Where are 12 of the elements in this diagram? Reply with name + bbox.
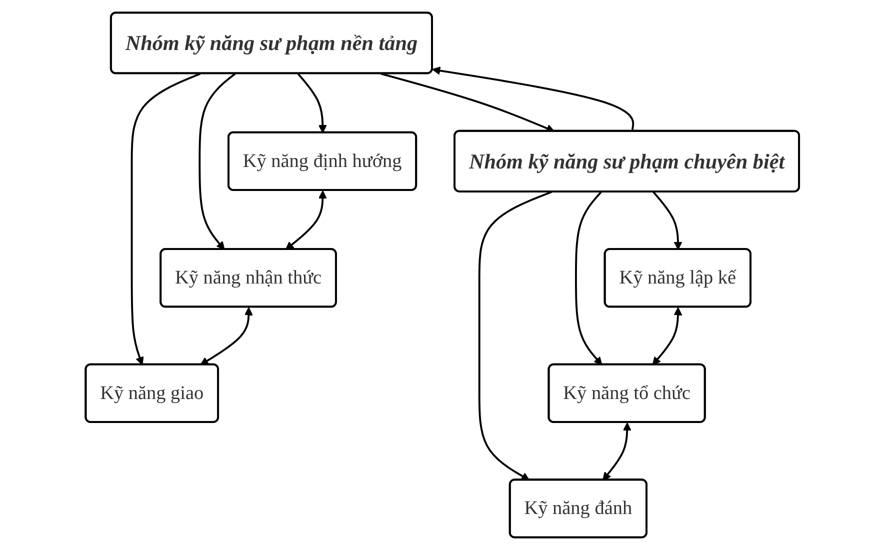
arrow: [602, 422, 632, 481]
arrow: [432, 66, 634, 132]
arrow: [297, 73, 327, 134]
arrow: [575, 191, 602, 366]
arrow: [200, 307, 253, 366]
arrow: [380, 72, 555, 132]
arrow: [478, 190, 552, 481]
arrow: [652, 307, 682, 366]
arrow: [652, 191, 682, 250]
arrow: [286, 190, 327, 250]
arrow: [130, 72, 201, 366]
arrow: [198, 72, 236, 250]
